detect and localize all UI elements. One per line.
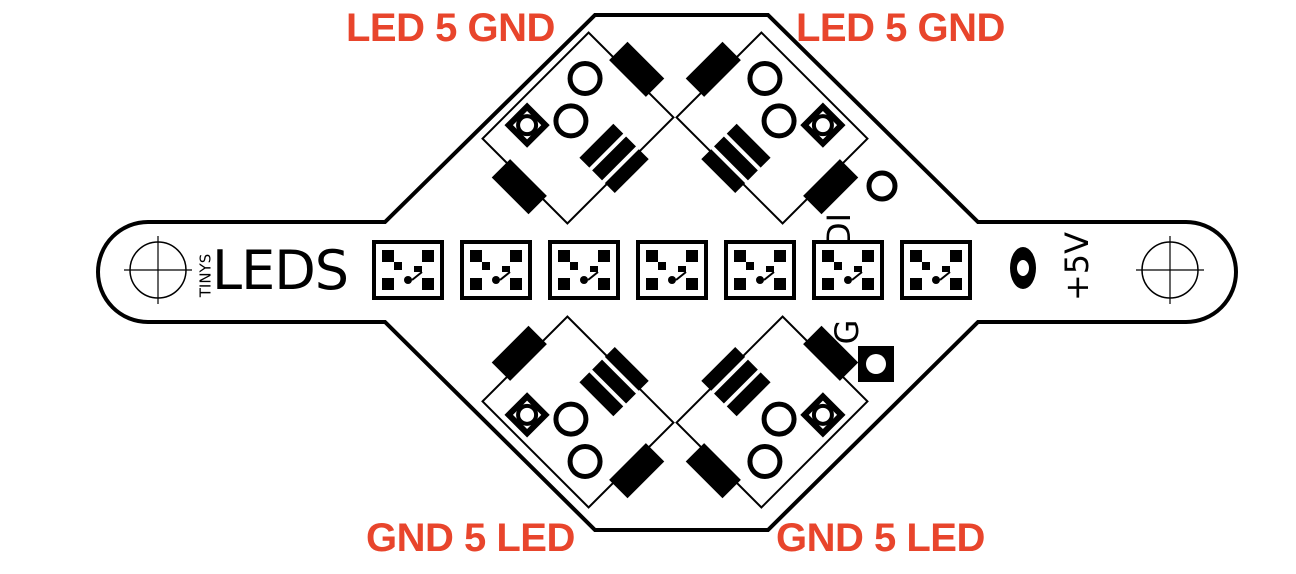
led-package: [724, 240, 796, 300]
led-package: [460, 240, 532, 300]
led-package: [812, 240, 884, 300]
label-bottom-right: GND 5 LED: [776, 516, 985, 560]
led-strip: [372, 240, 972, 300]
di-pad: [866, 170, 898, 202]
label-top-left: LED 5 GND: [346, 6, 555, 50]
label-bottom-left: GND 5 LED: [366, 516, 575, 560]
silk-brand-large: LEDS: [212, 239, 349, 302]
silk-pin-di: DI: [820, 212, 858, 248]
led-package: [372, 240, 444, 300]
g-pad: [858, 346, 894, 382]
five-volt-pad: [1010, 247, 1036, 289]
led-package: [636, 240, 708, 300]
silk-pin-g: G: [828, 319, 866, 345]
mounting-hole-left: [124, 236, 192, 304]
silk-pin-5v: +5V: [1058, 231, 1096, 301]
mounting-hole-right: [1136, 236, 1204, 304]
label-top-right: LED 5 GND: [796, 6, 1005, 50]
led-package: [900, 240, 972, 300]
led-package: [548, 240, 620, 300]
